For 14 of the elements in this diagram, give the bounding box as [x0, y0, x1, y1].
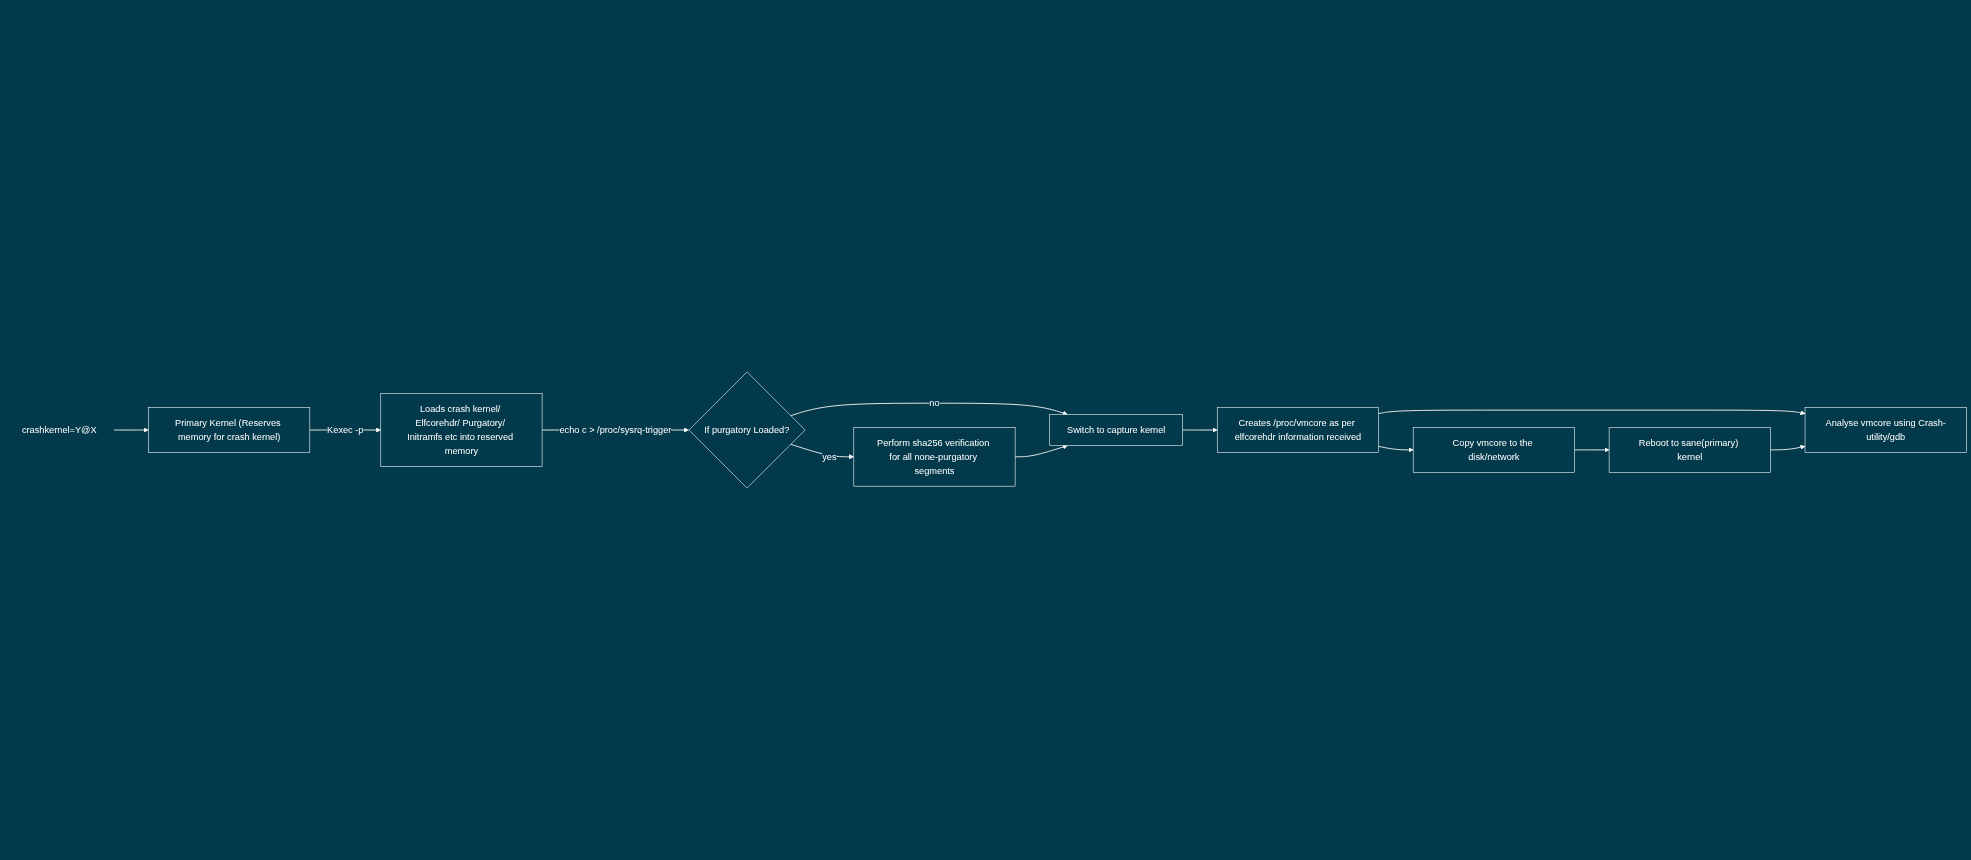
- node-text: crashkernel=Y@X: [21, 424, 97, 435]
- edge-label: yes: [822, 451, 837, 462]
- edge-label: no: [929, 398, 940, 408]
- node-box: Creates /proc/vmcore as per elfcorehdr information received: [1217, 407, 1379, 453]
- node-box: Analyse vmcore using Crash-utility/gdb: [1804, 407, 1967, 453]
- node-box: Copy vmcore to the disk/network: [1412, 427, 1575, 473]
- node-box: Switch to capture kernel: [1049, 414, 1183, 446]
- node-box: Primary Kernel (Reserves memory for crash kernel): [148, 407, 311, 453]
- edge-label: echo c > /proc/sysrq-trigger: [559, 424, 672, 435]
- node-box: Perform sha256 verification for all none-purgatory segments: [853, 427, 1016, 487]
- node-diamond: If purgatory Loaded?: [688, 371, 806, 489]
- node-box: Loads crash kernel/ Elfcorehdr/ Purgatory/ Initramfs etc into reserved memory: [380, 393, 543, 467]
- edge-label: Kexec -p: [327, 424, 364, 435]
- node-box: Reboot to sane(primary) kernel: [1608, 427, 1771, 473]
